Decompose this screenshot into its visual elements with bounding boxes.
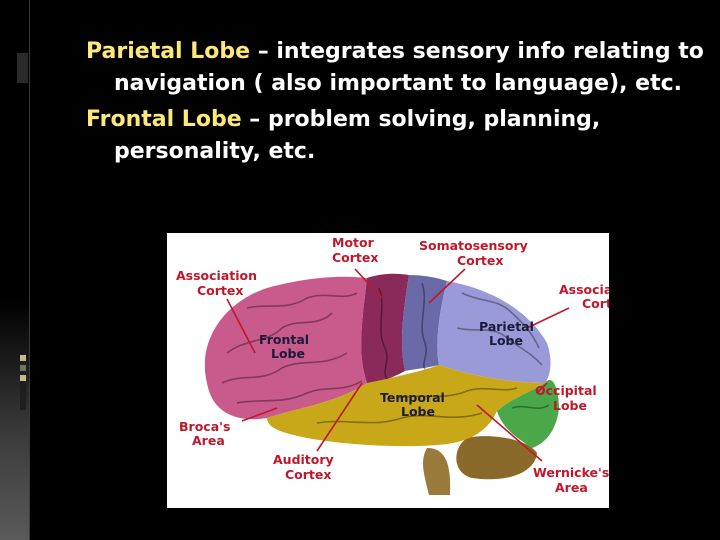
label-parietal-2: Lobe [489, 333, 523, 348]
label-frontal-2: Lobe [271, 346, 305, 361]
parietal-lobe-region [437, 281, 551, 383]
wernicke-pointer [476, 404, 543, 462]
auditory-pointer [316, 382, 363, 452]
gyrus-line [316, 412, 483, 424]
label-broca-2: Area [192, 433, 225, 448]
label-somato-2: Cortex [457, 253, 503, 268]
gyrus-line [461, 292, 540, 349]
slide-body-text: Parietal Lobe – integrates sensory info … [86, 36, 706, 172]
gyri-texture [221, 282, 550, 424]
label-occipital-1: Occipital [535, 383, 597, 398]
gyrus-line [378, 287, 388, 380]
left-divider-line [29, 0, 30, 540]
label-parietal-1: Parietal [479, 319, 534, 334]
label-wernicke-1: Wernicke's [533, 465, 609, 480]
side-accent-marks [20, 355, 26, 410]
label-assoc-left-1: Association [176, 268, 257, 283]
gyrus-line [456, 327, 543, 366]
label-assoc-right-1: Association [559, 282, 609, 297]
brainstem-region [423, 448, 451, 495]
label-auditory-1: Auditory [273, 452, 334, 467]
title-accent-bar [17, 53, 28, 83]
bullet-frontal: Frontal Lobe – problem solving, planning… [86, 104, 706, 168]
label-assoc-left-2: Cortex [197, 283, 243, 298]
label-auditory-2: Cortex [285, 467, 331, 482]
gyrus-line [421, 282, 427, 370]
temporal-lobe-region [267, 365, 545, 447]
label-motor-1: Motor [332, 235, 375, 250]
gyrus-line [246, 292, 358, 309]
label-temporal-2: Lobe [401, 404, 435, 419]
gyrus-line [511, 404, 550, 409]
brain-diagram-svg: Motor Cortex Somatosensory Cortex Associ… [176, 235, 609, 495]
term-parietal-lobe: Parietal Lobe [86, 39, 251, 64]
somatosensory-region [402, 275, 447, 371]
broca-pointer [241, 407, 278, 422]
pointer-lines [226, 268, 570, 462]
label-occipital-2: Lobe [553, 398, 587, 413]
label-broca-1: Broca's [179, 419, 230, 434]
occipital-pointer [536, 382, 548, 394]
occipital-lobe-region [497, 379, 559, 448]
background-gradient-strip [0, 300, 30, 540]
label-temporal-1: Temporal [380, 390, 445, 405]
accent-mark [20, 365, 26, 371]
gyrus-line [396, 387, 518, 399]
cerebellum-region [456, 436, 537, 480]
gyrus-line [236, 380, 363, 404]
label-assoc-right-2: Cortex [582, 296, 609, 311]
accent-mark [20, 375, 26, 381]
gyrus-line [226, 312, 333, 354]
bullet-parietal: Parietal Lobe – integrates sensory info … [86, 36, 706, 100]
assoc-right-pointer [526, 307, 570, 329]
label-frontal-1: Frontal [259, 332, 309, 347]
assoc-left-pointer [226, 298, 256, 354]
term-frontal-lobe: Frontal Lobe [86, 107, 242, 132]
accent-mark [20, 355, 26, 361]
label-motor-2: Cortex [332, 250, 378, 265]
somato-pointer [428, 268, 466, 304]
brain-diagram: Motor Cortex Somatosensory Cortex Associ… [167, 233, 609, 508]
frontal-description: – problem solving, planning, personality… [114, 107, 601, 164]
motor-pointer [354, 268, 383, 299]
motor-cortex-region [361, 273, 409, 383]
label-somato-1: Somatosensory [419, 238, 528, 253]
label-wernicke-2: Area [555, 480, 588, 495]
parietal-description: – integrates sensory info relating to na… [114, 39, 704, 96]
gyrus-line [221, 352, 348, 384]
frontal-lobe-region [204, 276, 367, 420]
